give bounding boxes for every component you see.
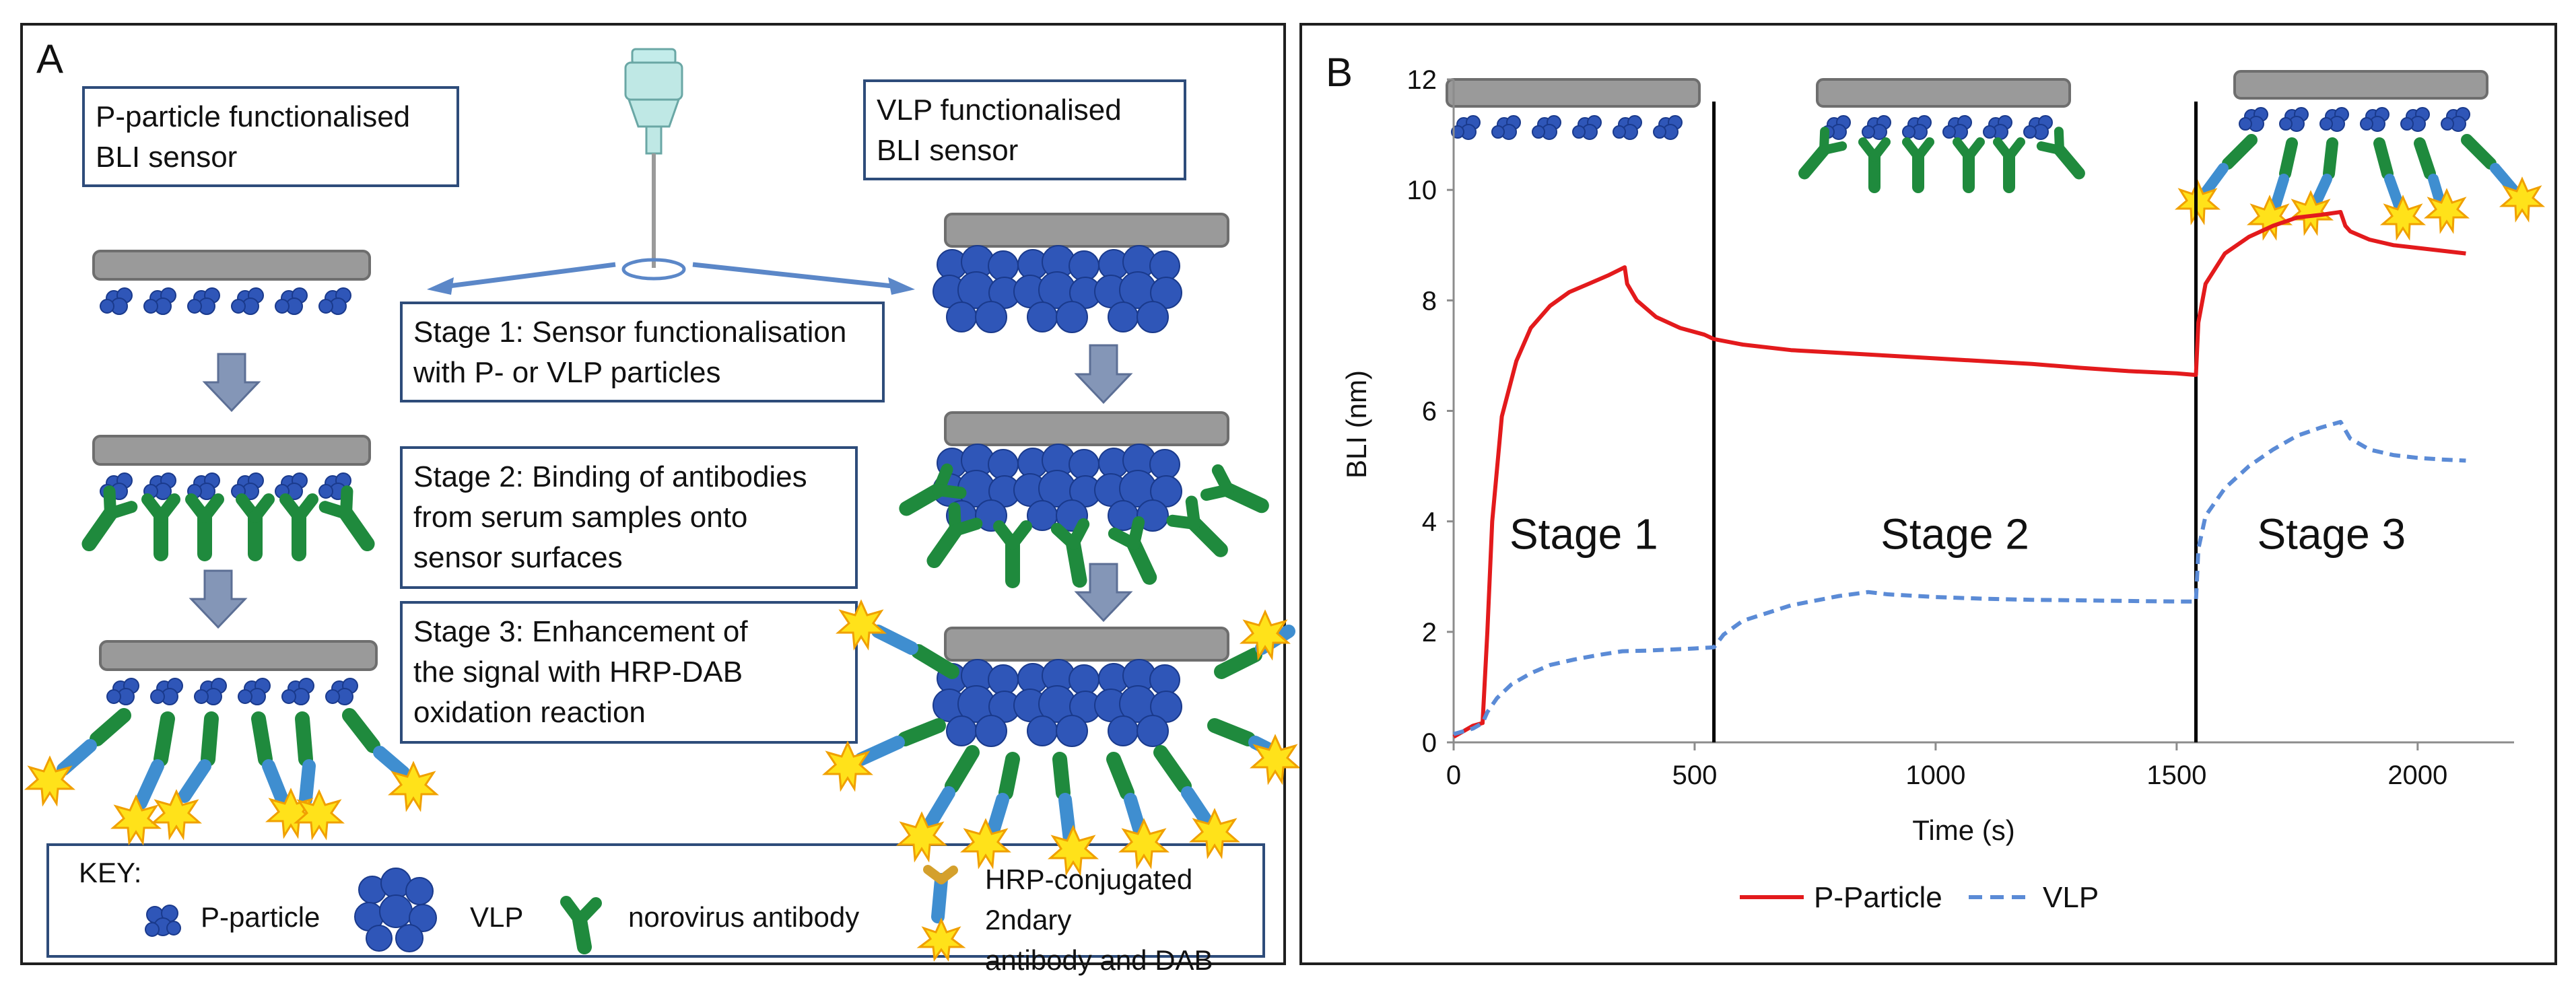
panel-a-letter: A — [36, 36, 64, 81]
y-tick-label: 4 — [1422, 507, 1437, 537]
p-particle-sensor-title: P-particle functionalised BLI sensor — [82, 86, 459, 187]
stage1-description: Stage 1: Sensor functionalisation with P… — [400, 302, 885, 402]
key-p-particle-icon — [145, 905, 181, 937]
stage-label-1: Stage 1 — [1510, 510, 1658, 559]
stage3-description: Stage 3: Enhancement of the signal with … — [400, 601, 858, 744]
x-axis-title: Time (s) — [1912, 814, 2014, 846]
panel-b: B — [1299, 23, 2557, 965]
y-tick-label: 8 — [1422, 286, 1437, 316]
down-arrow-vlp-2 — [1074, 563, 1133, 623]
y-tick-label: 10 — [1407, 176, 1437, 205]
panel-b-letter: B — [1326, 50, 1353, 95]
key-vlp-icon — [354, 868, 437, 952]
legend-label-vlp: VLP — [2043, 881, 2099, 914]
stage-label-2: Stage 2 — [1880, 510, 2029, 559]
vlp-sensor-title: VLP functionalised BLI sensor — [863, 79, 1186, 180]
stage-label-3: Stage 3 — [2257, 510, 2406, 559]
stage2-sensor-inset — [1796, 78, 2088, 187]
vlp-stage2-sensor — [900, 411, 1267, 583]
p-particle-stage3-sensor — [26, 640, 438, 844]
down-arrow-vlp-1 — [1074, 344, 1133, 404]
legend-label-p-particle: P-Particle — [1814, 881, 1942, 914]
down-arrow-p-1 — [202, 353, 261, 413]
y-tick-label: 12 — [1407, 65, 1437, 95]
bli-probe-icon — [621, 48, 686, 281]
key-vlp-label: VLP — [470, 901, 524, 933]
key-p-particle-label: P-particle — [201, 901, 320, 933]
x-tick-label: 1000 — [1905, 761, 1965, 790]
key-antibody-icon — [560, 896, 602, 954]
p-particle-stage1-sensor — [92, 250, 371, 315]
y-tick-label: 2 — [1422, 618, 1437, 647]
panel-a-illustrations — [26, 48, 1299, 874]
x-tick-label: 2000 — [2387, 761, 2447, 790]
x-tick-label: 1500 — [2146, 761, 2206, 790]
y-tick-label: 0 — [1422, 728, 1437, 758]
stage3-sensor-inset — [2176, 70, 2544, 239]
x-tick-label: 500 — [1672, 761, 1718, 790]
stage1-sensor-inset — [1446, 78, 1701, 140]
key-box: KEY: P-particle VLP norovirus antibody H… — [46, 843, 1265, 976]
down-arrow-p-2 — [189, 569, 248, 629]
p-particle-stage2-sensor — [78, 435, 378, 554]
key-title: KEY: — [79, 857, 142, 888]
vlp-stage3-sensor — [823, 600, 1299, 874]
y-tick-label: 6 — [1422, 397, 1437, 427]
x-tick-label: 0 — [1446, 761, 1461, 790]
key-hrp-antibody-icon — [916, 865, 966, 962]
panel-a: A P-particle functionalised BLI sensor V… — [20, 23, 1299, 976]
vlp-stage1-sensor — [933, 213, 1229, 333]
stage2-description: Stage 2: Binding of antibodies from seru… — [400, 446, 858, 589]
arrow-to-p-particle — [443, 262, 616, 289]
series-line-p-particle — [1452, 210, 2466, 739]
legend: P-Particle VLP — [1740, 877, 2157, 917]
key-hrp-label: HRP-conjugated 2ndary antibody and DAB — [985, 864, 1213, 976]
arrow-to-vlp — [692, 262, 899, 289]
key-antibody-label: norovirus antibody — [628, 901, 860, 933]
series-line-vlp — [1453, 419, 2466, 736]
y-axis-title: BLI (nm) — [1341, 370, 1372, 479]
